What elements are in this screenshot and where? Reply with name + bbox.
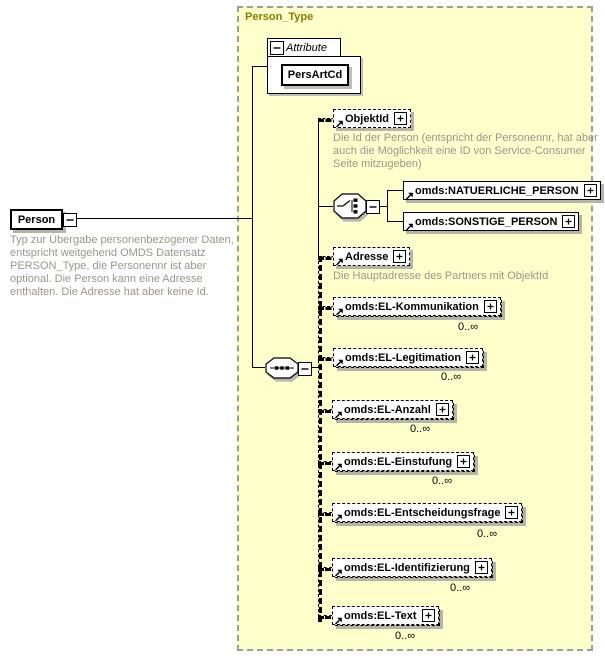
expand-plus-icon[interactable] [435,403,449,416]
attribute-group-tab[interactable]: Attribute [267,38,341,57]
element-label: omds:EL-Einstufung [344,455,453,468]
collapse-minus-icon[interactable] [298,362,312,376]
element-label: ObjektId [345,112,390,125]
element-el-identifizierung[interactable]: omds:EL-Identifizierung [332,558,493,578]
element-adresse[interactable]: Adresse [333,247,411,266]
attribute-label: PersArtCd [287,69,343,81]
occurrence-label: 0..∞ [441,371,462,383]
element-el-entscheidungsfrage[interactable]: omds:EL-Entscheidungsfrage [332,503,524,523]
reference-arrow-icon [335,257,344,266]
element-el-anzahl[interactable]: omds:EL-Anzahl [332,400,454,420]
element-person[interactable]: Person [10,209,63,230]
connector-line [387,190,388,221]
reference-arrow-icon [334,513,343,522]
element-annotation: Die Id der Person (entspricht der Person… [333,132,598,170]
container-title: Person_Type [245,11,314,23]
reference-arrow-icon [334,410,343,419]
reference-arrow-icon [334,462,343,471]
element-el-kommunikation[interactable]: omds:EL-Kommunikation [333,297,502,317]
person-type-container [237,6,593,651]
element-annotation: Typ zur Übergabe personenbezogener Daten… [10,234,234,298]
reference-arrow-icon [334,568,343,577]
element-el-text[interactable]: omds:EL-Text [332,606,440,626]
element-label: omds:EL-Kommunikation [345,300,479,313]
element-label: omds:NATUERLICHE_PERSON [415,184,579,197]
expand-plus-icon[interactable] [474,561,488,574]
reference-arrow-icon [335,307,344,316]
connector-line [252,66,267,67]
reference-arrow-icon [334,616,343,625]
choice-compositor-icon[interactable] [333,193,367,224]
element-label: omds:EL-Legitimation [345,351,462,364]
reference-arrow-icon [335,358,344,367]
attribute-persartcd[interactable]: PersArtCd [281,64,349,86]
expand-plus-icon[interactable] [394,112,408,125]
expand-plus-icon[interactable] [562,215,576,228]
connector-line [76,218,252,219]
connector-line [387,190,403,191]
collapse-minus-icon[interactable] [270,41,284,55]
occurrence-label: 0..∞ [458,321,479,333]
collapse-minus-icon[interactable] [366,200,380,214]
expand-plus-icon[interactable] [483,300,497,313]
occurrence-label: 0..∞ [477,528,498,540]
connector-line [311,367,319,368]
element-el-legitimation[interactable]: omds:EL-Legitimation [333,348,485,368]
occurrence-label: 0..∞ [395,630,416,642]
reference-arrow-icon [335,119,344,128]
element-label: omds:EL-Text [344,609,417,622]
occurrence-label: 0..∞ [410,423,431,435]
element-label: omds:EL-Identifizierung [344,561,470,574]
expand-plus-icon[interactable] [393,250,407,263]
expand-plus-icon[interactable] [505,506,519,519]
expand-plus-icon[interactable] [421,609,435,622]
collapse-minus-icon[interactable] [63,213,77,227]
element-natuerliche-person[interactable]: omds:NATUERLICHE_PERSON [403,181,601,200]
element-sonstige-person[interactable]: omds:SONSTIGE_PERSON [403,212,580,231]
expand-plus-icon[interactable] [457,455,471,468]
element-el-einstufung[interactable]: omds:EL-Einstufung [332,452,476,472]
connector-line [378,206,387,207]
attribute-group-label: Attribute [286,41,327,54]
connector-line [252,367,265,368]
connector-line-optional [318,256,322,622]
element-label: omds:EL-Anzahl [344,403,431,416]
element-label: Person [17,213,56,226]
expand-plus-icon[interactable] [466,351,480,364]
element-label: omds:EL-Entscheidungsfrage [344,506,501,519]
element-objektid[interactable]: ObjektId [333,109,412,128]
connector-line [318,206,319,256]
occurrence-label: 0..∞ [432,475,453,487]
element-label: Adresse [345,250,389,263]
connector-line [252,66,253,368]
occurrence-label: 0..∞ [450,582,471,594]
sequence-compositor-icon[interactable] [265,357,299,384]
connector-line [318,118,319,206]
connector-line [387,221,403,222]
reference-arrow-icon [405,191,414,200]
connector-line [318,206,333,207]
element-annotation: Die Hauptadresse des Partners mit Objekt… [333,270,549,282]
element-label: omds:SONSTIGE_PERSON [415,215,558,228]
expand-plus-icon[interactable] [583,184,597,197]
reference-arrow-icon [405,222,414,231]
